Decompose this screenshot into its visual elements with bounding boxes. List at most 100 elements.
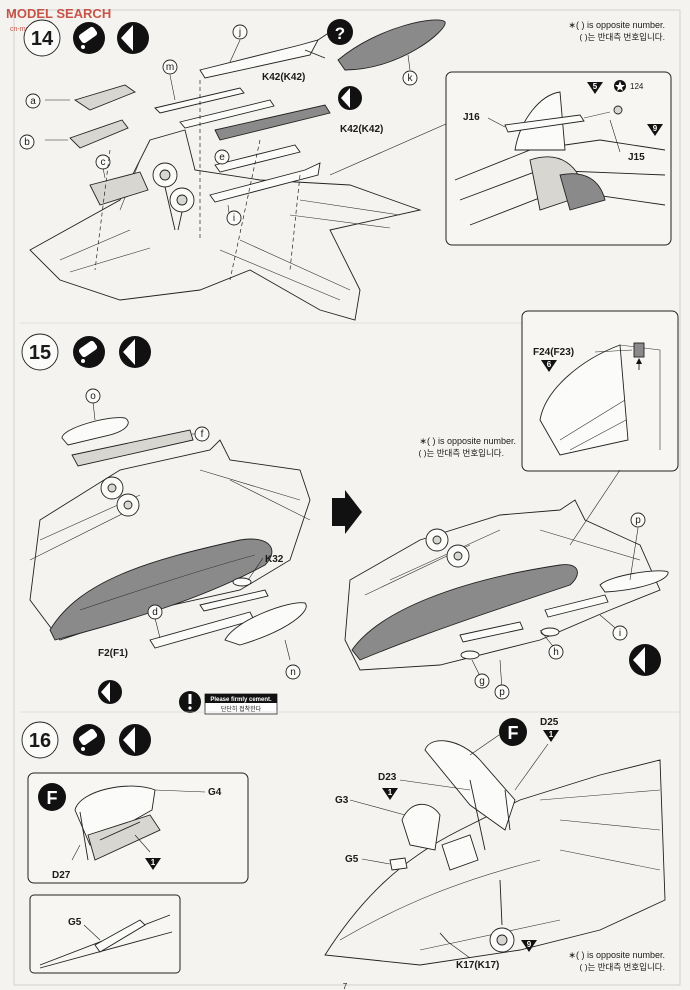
label-circle-b (19, 134, 35, 150)
cement-warning-ko: 단단히 접착한다 (221, 705, 262, 713)
marker-f-circle (38, 783, 66, 811)
label-k32: K32 (265, 554, 284, 565)
step-16-label: 16 (29, 730, 51, 752)
label-d25: D25 (540, 717, 559, 728)
svg-text:9: 9 (653, 124, 658, 133)
part-f-pylon (71, 429, 194, 467)
marker-f2-circle (499, 718, 527, 746)
label-j: j (238, 27, 241, 38)
question-icon: ? (327, 19, 353, 45)
label-circle-a (25, 93, 41, 109)
step-14-detail-inset: J16 J15 5 124 9 (445, 71, 672, 246)
label-i-2: i (619, 628, 621, 639)
opposite-note-ko: ( )는 반대측 번호입니다. (580, 32, 666, 42)
step-16-canopy-inset: F G4 D27 1 (27, 772, 249, 884)
part-j-missile (199, 39, 319, 79)
decal-star-number: 124 (630, 82, 644, 91)
label-k: k (408, 73, 414, 84)
part-b (69, 119, 129, 149)
nose-gear (489, 879, 515, 953)
svg-text:F: F (47, 788, 58, 808)
opposite-note-ko-2: ( )는 반대측 번호입니다. (419, 448, 505, 458)
paint-triangle-1b (543, 730, 559, 742)
part-m-missile (154, 87, 245, 114)
step-15-result-gear (425, 528, 470, 568)
label-d: d (152, 607, 158, 618)
svg-text:1: 1 (151, 858, 156, 867)
symmetry-icon (117, 22, 149, 54)
label-circle-c (95, 154, 111, 170)
part-j16 (504, 114, 585, 133)
part-a (73, 84, 136, 111)
part-canopy-open (424, 740, 516, 831)
step-16-fuselage-nose (324, 759, 666, 966)
next-arrow (332, 490, 362, 534)
step-15-number: 15 (21, 333, 59, 371)
page-number: 7 (343, 982, 348, 990)
label-g4: G4 (208, 787, 222, 798)
step-14-airframe (29, 129, 422, 321)
svg-text:9: 9 (527, 940, 532, 949)
step-14: 14 ∗( ) is opposite number. ( )는 반대측 번호입… (19, 19, 672, 321)
canopy-part (74, 785, 156, 846)
label-k42-a: K42(K42) (262, 72, 305, 83)
label-p-2: p (499, 687, 505, 698)
cement-icon-15 (73, 336, 105, 368)
part-n-missile (224, 602, 307, 646)
paint-triangle-6 (541, 360, 557, 372)
decal-star-marker: 124 (614, 80, 644, 92)
opposite-note-ko-3: ( )는 반대측 번호입니다. (580, 962, 666, 972)
label-f: f (201, 429, 204, 440)
label-g5: G5 (345, 854, 359, 865)
part-k-fuel-tank (337, 19, 446, 71)
svg-text:1: 1 (549, 730, 554, 739)
label-g3: G3 (335, 795, 349, 806)
label-i: i (233, 213, 235, 224)
label-p-1: p (635, 515, 641, 526)
result-missile-p (599, 570, 669, 593)
label-j15: J15 (628, 152, 645, 163)
label-d23: D23 (378, 772, 397, 783)
step-14-label: 14 (31, 28, 54, 50)
step-14-number: 14 (23, 19, 61, 57)
label-m: m (166, 62, 174, 73)
step-15-detail-inset: F24(F23) 6 (521, 310, 679, 472)
label-j16: J16 (463, 112, 480, 123)
paint-triangle-1a (145, 858, 161, 870)
paint-triangle-5 (587, 82, 603, 94)
cement-warning: Please firmly cement. 단단히 접착한다 (179, 691, 278, 715)
step-15-label: 15 (29, 342, 51, 364)
cement-icon (73, 22, 105, 54)
step-16: 16 F G4 D27 1 (21, 717, 666, 974)
label-b: b (24, 137, 30, 148)
label-f24f23: F24(F23) (533, 347, 574, 358)
paint-triangle-9a (647, 124, 663, 136)
step-15-panel-installed (351, 564, 578, 661)
svg-text:1: 1 (388, 788, 393, 797)
missile-rail (179, 99, 275, 129)
paint-triangle-9c (521, 940, 537, 952)
cement-warning-en: Please firmly cement. (210, 697, 272, 703)
part-e-launcher (214, 144, 301, 173)
label-h: h (553, 647, 559, 658)
label-e: e (219, 152, 225, 163)
part-f2-panel (49, 538, 273, 641)
svg-text:6: 6 (547, 360, 552, 369)
step-16-g5-inset: G5 (29, 894, 181, 974)
step-15-landing-gear (100, 476, 140, 517)
paint-triangle-1c (382, 788, 398, 800)
step-14-landing-gear (152, 162, 195, 231)
part-c (89, 171, 149, 206)
symmetry-icon-16 (119, 724, 151, 756)
label-k42-b: K42(K42) (340, 124, 383, 135)
opposite-note-en-2: ∗( ) is opposite number. (419, 436, 516, 446)
symmetry-icon-15c (629, 644, 661, 676)
watermark-brand: MODEL SEARCH (6, 6, 111, 21)
label-c: c (101, 157, 106, 168)
label-o: o (90, 391, 96, 402)
opposite-note-en-3: ∗( ) is opposite number. (568, 950, 665, 960)
label-k17k17: K17(K17) (456, 960, 499, 971)
symmetry-icon-15b (98, 680, 122, 704)
